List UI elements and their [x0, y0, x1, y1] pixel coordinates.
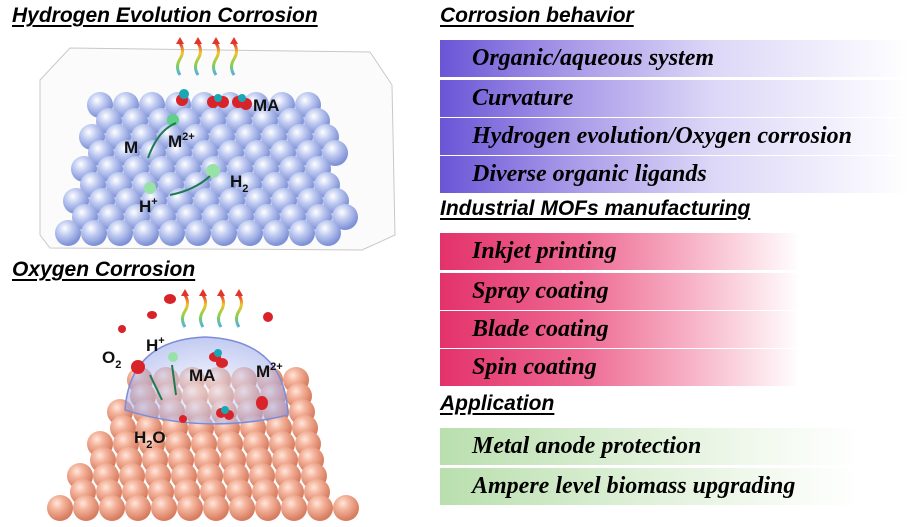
behavior-item: Diverse organic ligands	[440, 156, 910, 193]
lattice-sphere	[289, 220, 315, 246]
manufacturing-item: Inkjet printing	[440, 233, 800, 270]
water-droplet	[124, 336, 289, 425]
label-h2: H2	[230, 172, 248, 195]
lattice-sphere	[332, 204, 358, 230]
reduction-arrow	[149, 374, 163, 401]
corrosion-behavior-title: Corrosion behavior	[440, 4, 634, 27]
application-item: Ampere level biomass upgrading	[440, 468, 860, 505]
lattice-sphere	[263, 220, 289, 246]
hydrogen-corrosion-illustration: M M2+ MA H2 H+	[39, 37, 396, 251]
behavior-item: Hydrogen evolution/Oxygen corrosion	[440, 118, 910, 155]
lattice-sphere	[99, 495, 125, 521]
gas-arrow-heads	[176, 37, 238, 44]
label-m2plus: M2+	[256, 361, 283, 381]
label-o2: O2	[102, 348, 121, 371]
lattice-sphere	[159, 220, 185, 246]
industrial-manufacturing-title: Industrial MOFs manufacturing	[440, 197, 751, 220]
lattice-sphere	[185, 220, 211, 246]
behavior-item: Organic/aqueous system	[440, 40, 910, 77]
label-m2plus: M2+	[168, 131, 195, 151]
gas-arrows	[181, 294, 243, 328]
lattice-sphere	[55, 220, 81, 246]
lattice-sphere	[177, 495, 203, 521]
lattice-sphere	[237, 220, 263, 246]
label-hplus: H+	[146, 335, 165, 355]
proton-icon	[168, 352, 178, 362]
label-ma: MA	[189, 366, 215, 385]
lattice-sphere	[322, 140, 348, 166]
gas-arrows	[176, 42, 238, 76]
lattice-sphere	[211, 220, 237, 246]
oxygen-corrosion-title: Oxygen Corrosion	[12, 258, 196, 281]
lattice-sphere	[333, 495, 359, 521]
lattice-sphere	[229, 495, 255, 521]
label-ma: MA	[253, 96, 279, 115]
lattice-sphere	[281, 495, 307, 521]
manufacturing-item: Spray coating	[440, 273, 800, 310]
lattice-sphere	[107, 220, 133, 246]
application-title: Application	[440, 392, 555, 415]
lattice-sphere	[307, 495, 333, 521]
oxygen-molecules	[118, 294, 273, 423]
lattice-sphere	[47, 495, 73, 521]
proton-icon	[144, 182, 156, 194]
lattice-sphere	[255, 495, 281, 521]
lattice-sphere	[133, 220, 159, 246]
lattice-sphere	[81, 220, 107, 246]
ma-molecule-cluster	[176, 89, 252, 110]
reduction-arrow	[169, 175, 211, 196]
dissolution-arrow	[147, 122, 177, 159]
gas-arrow-heads	[181, 289, 243, 296]
behavior-item: Curvature	[440, 80, 910, 117]
oxygen-corrosion-illustration: O2 H+ MA M2+ H2O	[47, 289, 359, 521]
lattice-sphere	[73, 495, 99, 521]
manufacturing-item: Blade coating	[440, 311, 800, 348]
lattice-sphere	[125, 495, 151, 521]
application-item: Metal anode protection	[440, 428, 860, 465]
label-hplus: H+	[139, 196, 158, 216]
hydrogen-corrosion-title: Hydrogen Evolution Corrosion	[12, 4, 318, 27]
hydrogen-gas-icon	[206, 164, 220, 178]
label-h2o: H2O	[134, 428, 166, 451]
lattice-sphere	[315, 220, 341, 246]
lattice-sphere	[203, 495, 229, 521]
label-m: M	[124, 138, 138, 157]
manufacturing-item: Spin coating	[440, 349, 800, 386]
lattice-sphere	[151, 495, 177, 521]
